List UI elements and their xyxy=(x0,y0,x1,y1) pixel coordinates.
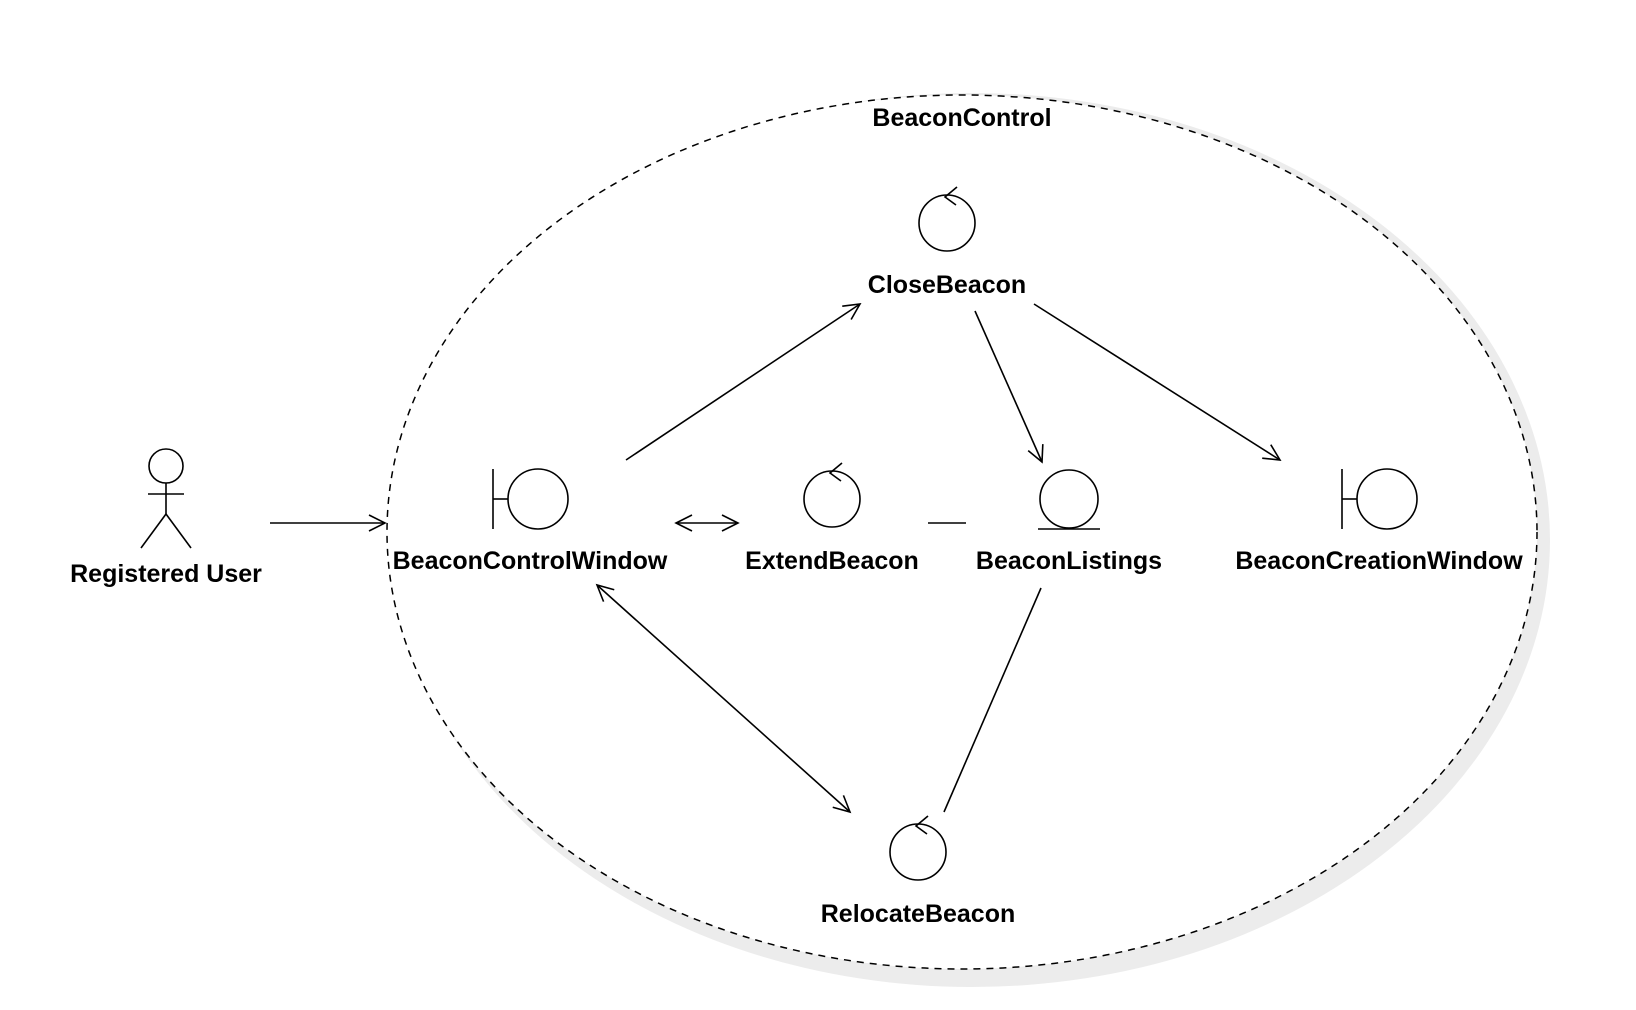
node-beacon-control-window[interactable]: BeaconControlWindow xyxy=(393,468,668,575)
connection-control-window-to-close-beacon xyxy=(625,303,862,461)
boundary-icon xyxy=(1341,468,1418,530)
actor-label: Registered User xyxy=(70,560,262,588)
node-label-extend-beacon: ExtendBeacon xyxy=(745,547,919,575)
node-beacon-listings[interactable]: BeaconListings xyxy=(976,469,1162,575)
node-label-beacon-listings: BeaconListings xyxy=(976,547,1162,575)
connection-close-beacon-to-listings xyxy=(974,310,1044,464)
node-extend-beacon[interactable]: ExtendBeacon xyxy=(745,462,919,575)
node-label-beacon-creation-window: BeaconCreationWindow xyxy=(1235,547,1523,575)
node-beacon-creation-window[interactable]: BeaconCreationWindow xyxy=(1235,468,1523,575)
connections xyxy=(270,303,1282,814)
actor-icon xyxy=(140,448,192,549)
node-close-beacon[interactable]: CloseBeacon xyxy=(868,186,1026,299)
node-label-beacon-control-window: BeaconControlWindow xyxy=(393,547,668,575)
node-label-relocate-beacon: RelocateBeacon xyxy=(821,900,1016,928)
control-icon xyxy=(918,186,976,252)
entity-icon xyxy=(1038,469,1100,530)
boundary-icon xyxy=(492,468,569,530)
beacon-control-boundary xyxy=(386,94,1538,970)
connection-control-window-to-relocate-beacon xyxy=(595,583,852,814)
control-icon xyxy=(889,815,947,881)
connection-listings-to-relocate-beacon xyxy=(943,587,1042,813)
boundary-label: BeaconControl xyxy=(872,104,1051,132)
connection-close-beacon-to-creation-window xyxy=(1033,303,1282,461)
node-label-close-beacon: CloseBeacon xyxy=(868,271,1026,299)
control-icon xyxy=(803,462,861,528)
node-relocate-beacon[interactable]: RelocateBeacon xyxy=(821,815,1016,928)
actor-registered-user[interactable]: Registered User xyxy=(70,448,262,588)
